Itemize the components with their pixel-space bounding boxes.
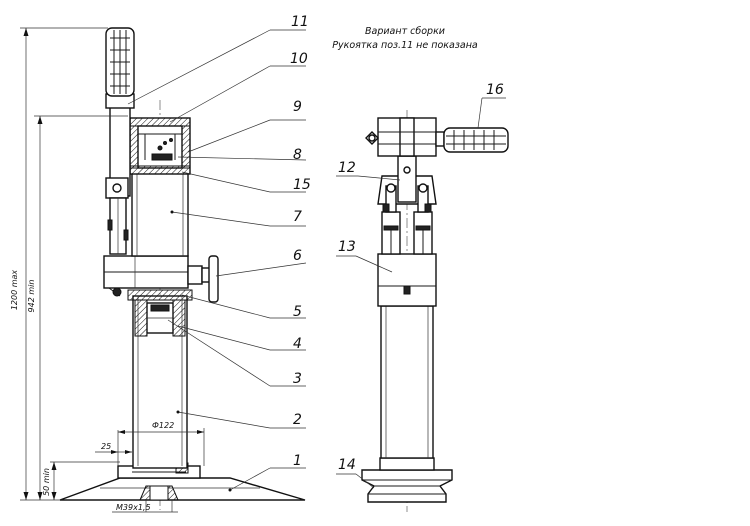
rod-head-right (172, 299, 186, 337)
dim-offset-width: 25 (101, 442, 111, 451)
callout-15: 15 (293, 177, 311, 193)
dim-thread: М39х1,5 (116, 503, 151, 512)
rod-nut (127, 289, 193, 301)
callout-13: 13 (338, 239, 356, 255)
right-handle-grip (443, 127, 509, 153)
right-view (361, 110, 509, 512)
callout-1: 1 (293, 453, 302, 469)
dim-stroke-height: 942 min (27, 280, 36, 313)
pump-base-ring (129, 165, 191, 175)
assembly-note: Вариант сборки Рукоятка поз.11 не показа… (332, 26, 478, 51)
callout-14: 14 (338, 457, 356, 473)
callout-8: 8 (293, 147, 302, 163)
valve-knob (208, 255, 219, 303)
note-line1: Вариант сборки (365, 26, 445, 37)
left-view (59, 27, 306, 510)
callout-3: 3 (293, 371, 302, 387)
callout-11: 11 (291, 14, 309, 30)
pump-cap (129, 117, 191, 127)
right-rod (380, 305, 434, 459)
callout-12: 12 (338, 160, 356, 176)
callout-6: 6 (293, 248, 302, 264)
dimensions: 1200 max 942 min 50 min 25 Ф122 М39х1,5 (10, 27, 205, 513)
dim-rod-diameter: Ф122 (152, 421, 174, 430)
callout-16: 16 (486, 82, 504, 98)
callout-2: 2 (293, 412, 302, 428)
pump-wall-left (129, 125, 139, 169)
right-base-collar (379, 457, 435, 471)
left-callouts: 11 10 9 8 15 7 6 5 4 3 (127, 14, 311, 492)
callout-4: 4 (293, 336, 302, 352)
right-callouts: 16 12 13 14 (336, 82, 506, 489)
dim-overall-height: 1200 max (10, 270, 19, 311)
seal-ring (150, 304, 170, 312)
callout-10: 10 (290, 51, 308, 67)
main-cylinder (131, 171, 189, 257)
right-lever-body (397, 155, 417, 203)
release-valve (187, 265, 203, 285)
pump-wall-right (181, 125, 191, 169)
base-plate (59, 477, 306, 501)
callout-5: 5 (293, 304, 302, 320)
callout-7: 7 (293, 209, 302, 225)
right-housing (377, 253, 437, 307)
note-line2: Рукоятка поз.11 не показана (332, 40, 478, 51)
drain-plug (112, 287, 122, 297)
dim-base-height: 50 min (42, 468, 51, 496)
piston-seal (151, 153, 173, 161)
callout-9: 9 (293, 99, 302, 115)
rod-head-left (134, 299, 148, 337)
